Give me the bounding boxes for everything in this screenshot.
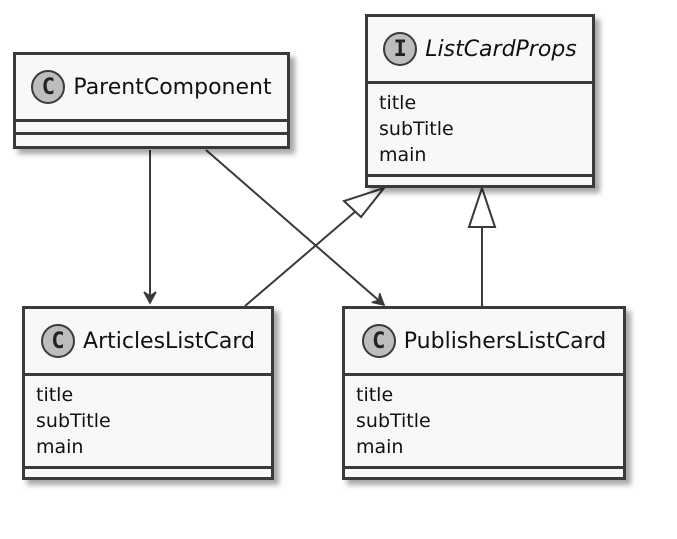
class-publishers-list-card[interactable]: C PublishersListCard title subTitle main [342,306,626,480]
methods-divider [16,132,287,135]
fields-section: title subTitle main [368,84,592,174]
field-main: main [379,144,427,166]
field-title: title [356,384,394,406]
methods-divider [368,174,592,177]
fields-divider [345,373,623,376]
interface-list-card-props[interactable]: I ListCardProps title subTitle main [365,14,595,188]
field-subtitle: subTitle [356,410,431,432]
class-name: ListCardProps [425,36,577,62]
fields-section [16,122,287,132]
class-name: PublishersListCard [403,328,607,354]
realization-arrowhead-articles [342,186,387,219]
class-header: C ParentComponent [16,55,287,119]
class-header: C ArticlesListCard [25,309,271,373]
class-parent-component[interactable]: C ParentComponent [13,52,290,149]
methods-divider [345,466,623,469]
association-parent-publishers [205,149,386,307]
class-header: C PublishersListCard [345,309,623,373]
realization-arrowhead-publishers [467,184,497,228]
class-articles-list-card[interactable]: C ArticlesListCard title subTitle main [22,306,274,480]
field-title: title [36,384,74,406]
fields-divider [16,119,287,122]
fields-section: title subTitle main [345,376,623,466]
class-name: ParentComponent [73,74,272,100]
fields-section: title subTitle main [25,376,271,466]
field-subtitle: subTitle [36,410,111,432]
field-title: title [379,92,417,114]
class-stereotype-icon: C [31,70,66,104]
methods-divider [25,466,271,469]
field-subtitle: subTitle [379,118,454,140]
class-stereotype-icon: C [41,324,76,358]
class-stereotype-icon: C [361,324,396,358]
class-header: I ListCardProps [368,17,592,81]
fields-divider [25,373,271,376]
realization-articles-props [244,210,357,307]
field-main: main [36,436,84,458]
class-name: ArticlesListCard [83,328,255,354]
field-main: main [356,436,404,458]
fields-divider [368,81,592,84]
interface-stereotype-icon: I [383,32,418,66]
